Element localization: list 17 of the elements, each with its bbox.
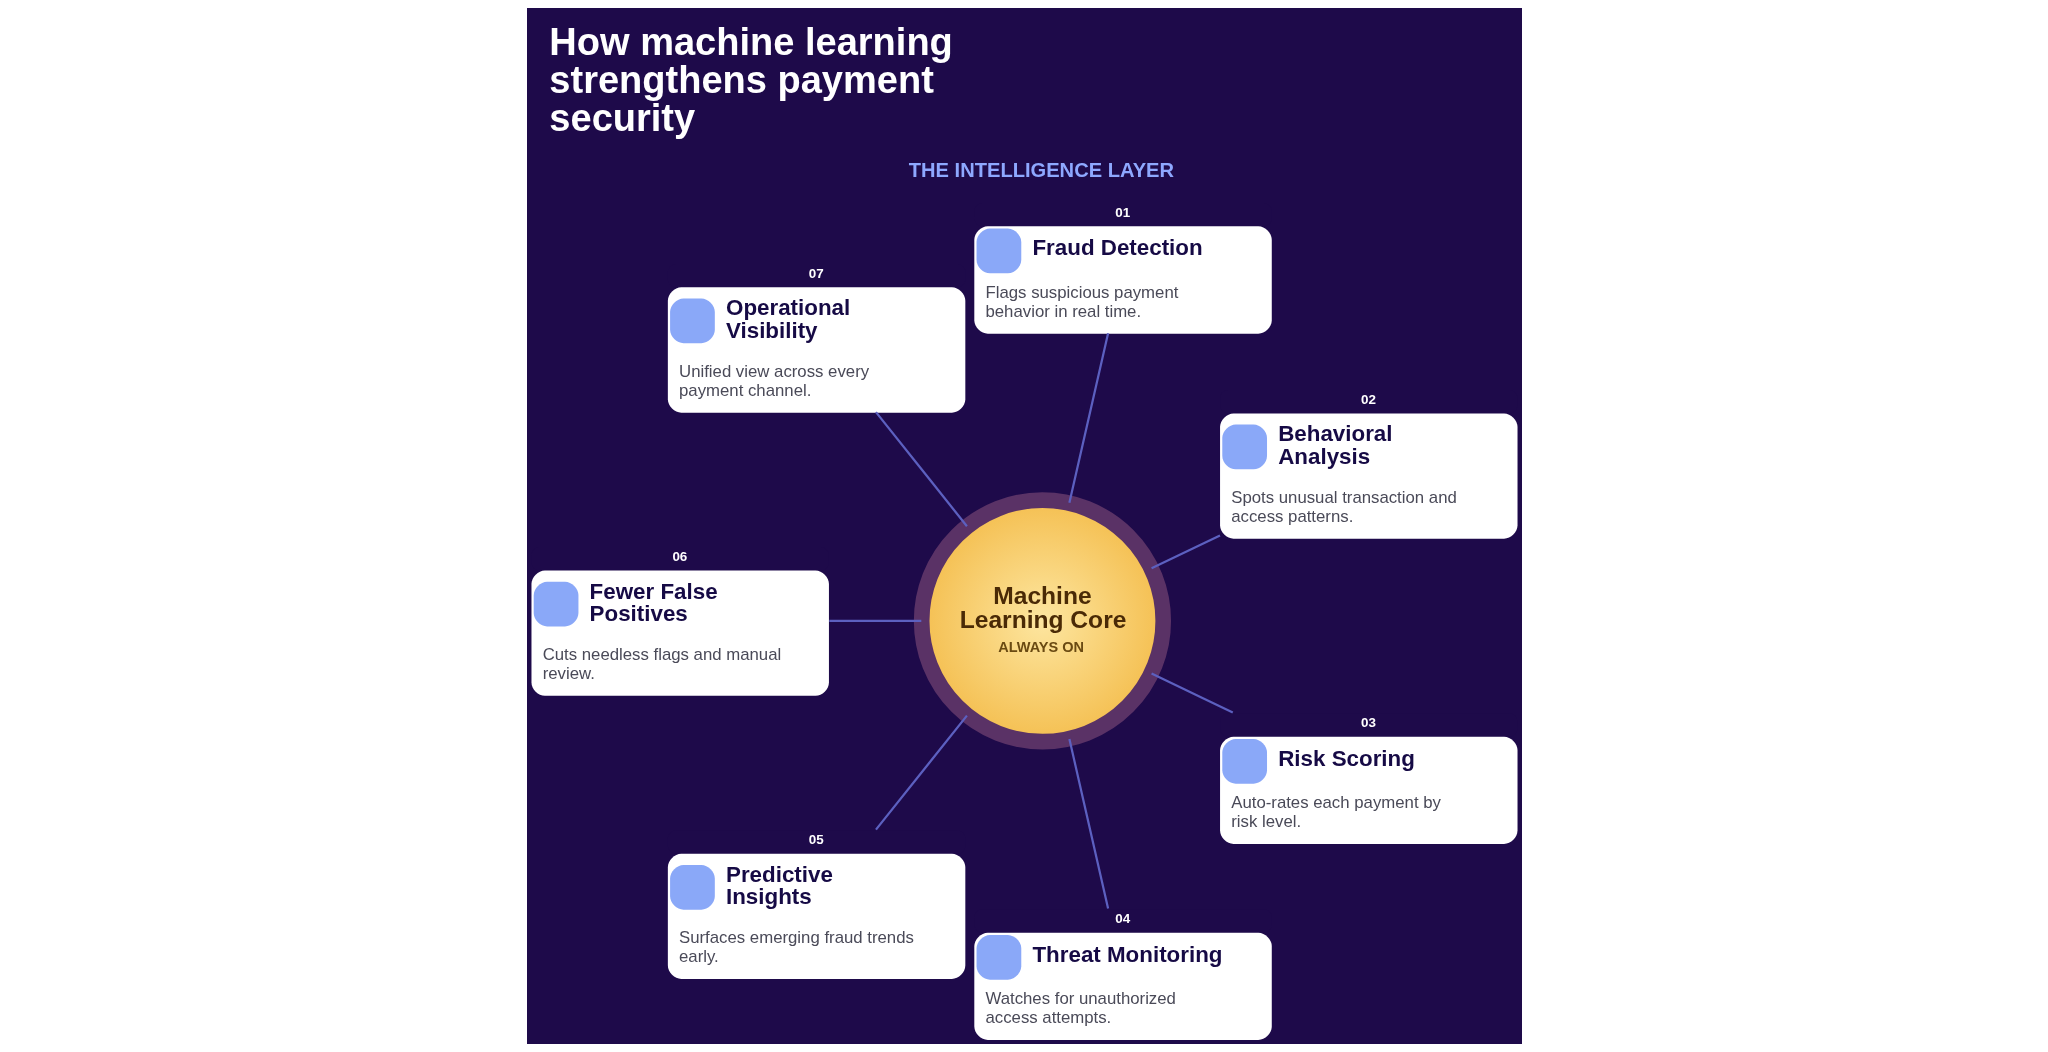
label: THE INTELLIGENCE LAYER [908,159,1174,182]
connector [874,714,968,831]
node-label: 06 [671,549,687,565]
node-circle: Machine Learning Core ALWAYS ON [913,492,1171,750]
diagram-title: How machine learning strengthens payment security [548,21,953,140]
node-label: 03 [1360,715,1376,731]
node-label: 01 [1114,204,1130,220]
connector [1067,332,1109,504]
node-label: 04 [1114,911,1130,927]
connector [1067,738,1109,909]
connector [828,619,921,622]
connector [1150,534,1220,570]
node-label: 02 [1360,392,1376,408]
connector [874,411,968,527]
node-label: 05 [808,832,824,848]
node-label: 07 [808,265,824,281]
connector [1150,672,1233,714]
